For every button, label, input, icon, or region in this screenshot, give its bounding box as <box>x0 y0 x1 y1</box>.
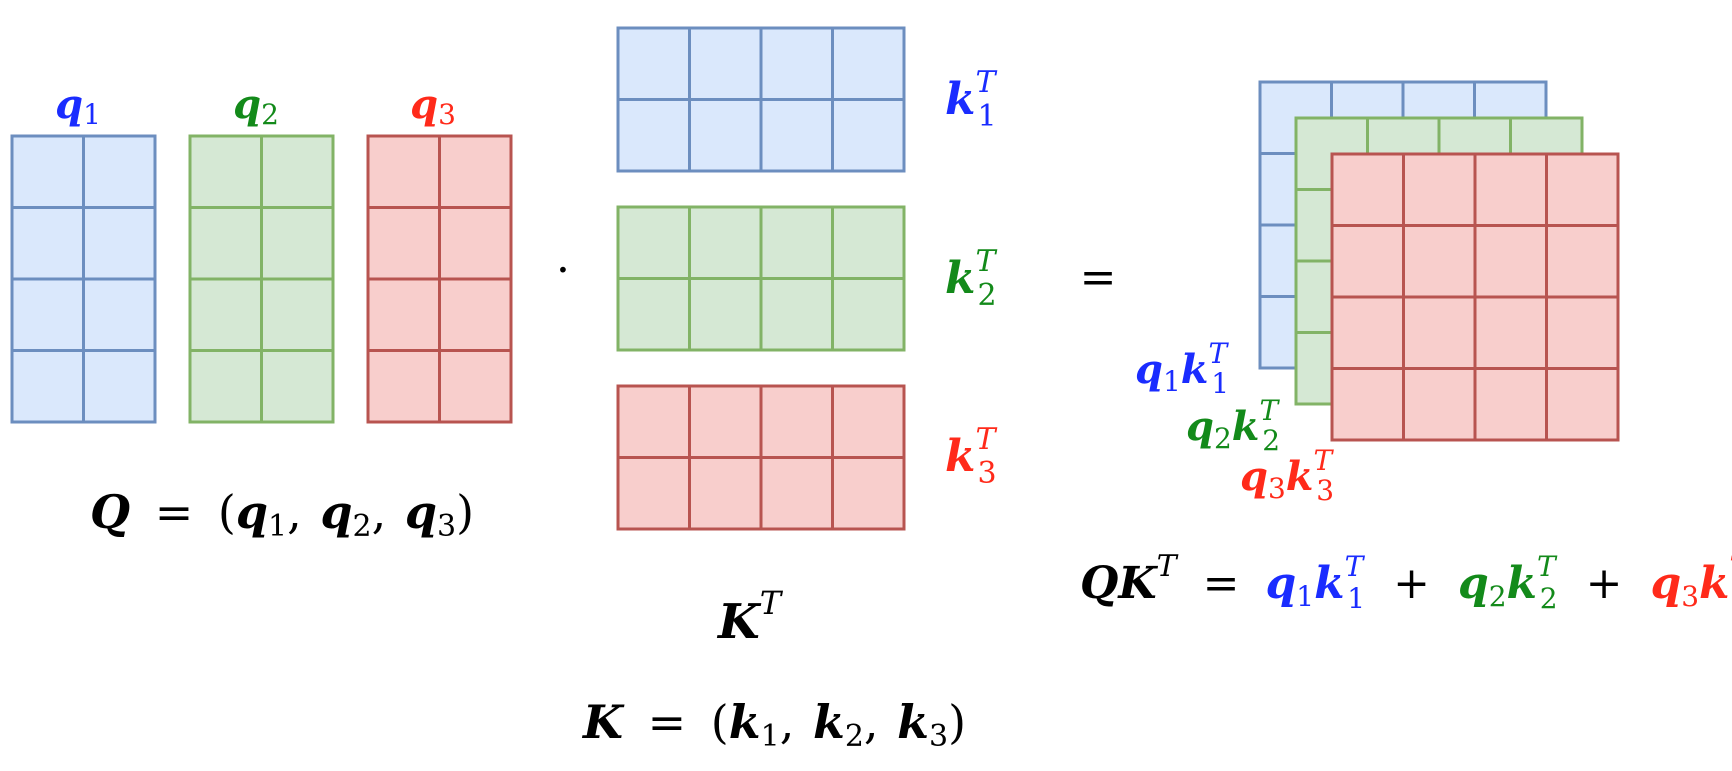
equals-operator: = <box>1080 252 1117 303</box>
q3-label: q3 <box>410 81 456 131</box>
result-stacked-layers <box>1258 80 1620 442</box>
q2-column-grid <box>188 134 335 424</box>
k-row-grids <box>616 26 906 531</box>
k-equation: K = (k1, k2, k3) <box>581 695 966 754</box>
dot-operator: · <box>556 245 570 296</box>
q1-column-grid <box>10 134 157 424</box>
q-column-grids <box>10 134 513 424</box>
q-equation: Q = (q1, q2, q3) <box>90 485 474 544</box>
q2-label: q2 <box>233 81 279 131</box>
result-layer-3 <box>1330 152 1620 442</box>
k-transpose-label: KT <box>716 584 784 650</box>
k3t-row-grid <box>616 384 906 531</box>
q3-column-grid <box>366 134 513 424</box>
k1t-row-grid <box>616 26 906 173</box>
k2t-row-grid <box>616 205 906 352</box>
q1-label: q1 <box>55 81 101 131</box>
